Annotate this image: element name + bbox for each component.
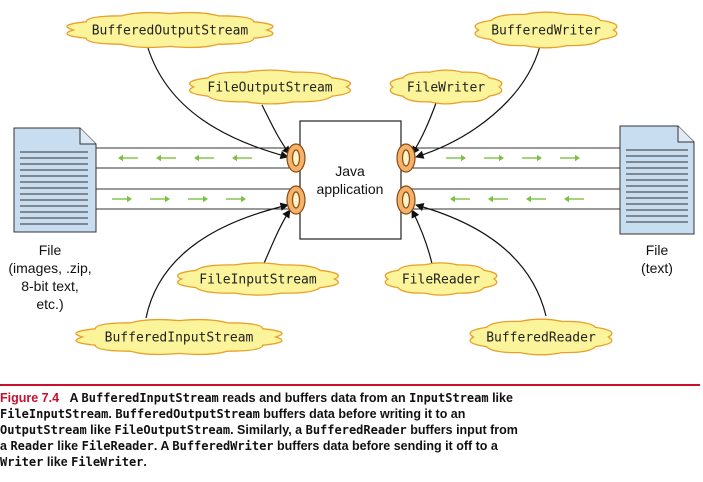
file-writer-cloud-label: FileWriter xyxy=(407,81,485,96)
buffered-output-stream-cloud: BufferedOutputStream xyxy=(66,11,274,49)
right-pipes xyxy=(404,147,620,210)
svg-text:8-bit text,: 8-bit text, xyxy=(21,278,79,294)
figure-caption: Figure 7.4 A BufferedInputStream reads a… xyxy=(0,384,703,482)
flow-arrow xyxy=(150,195,170,203)
file-input-stream-cloud: FileInputStream xyxy=(177,262,339,296)
caption-rule xyxy=(0,384,700,386)
svg-text:(text): (text) xyxy=(641,260,673,276)
buffered-input-stream-cloud-label: BufferedInputStream xyxy=(105,331,254,346)
stream-diagram: Java application xyxy=(8,11,695,356)
right-file-label: File (text) xyxy=(641,242,673,276)
file-input-stream-cloud-label: FileInputStream xyxy=(199,273,317,288)
file-reader-cloud: FileReader xyxy=(384,262,498,296)
flow-arrow xyxy=(232,154,252,162)
flow-arrow xyxy=(560,154,580,162)
buffered-writer-cloud: BufferedWriter xyxy=(474,11,618,49)
right-file-icon xyxy=(619,125,695,235)
svg-text:(images, .zip,: (images, .zip, xyxy=(8,260,91,276)
caption-line: Writer like FileWriter. xyxy=(0,455,147,469)
buffered-reader-cloud-label: BufferedReader xyxy=(486,331,596,346)
file-writer-cloud: FileWriter xyxy=(389,69,503,105)
flow-arrow xyxy=(194,154,214,162)
caption-line: OutputStream like FileOutputStream. Simi… xyxy=(0,423,518,437)
buffered-reader-cloud: BufferedReader xyxy=(469,318,613,356)
svg-text:File: File xyxy=(39,242,62,258)
file-output-stream-cloud-label: FileOutputStream xyxy=(207,81,332,96)
caption-line: Figure 7.4 A BufferedInputStream reads a… xyxy=(0,391,513,405)
buffered-input-stream-cloud: BufferedInputStream xyxy=(75,318,283,356)
java-box-line2: application xyxy=(317,181,384,197)
flow-arrow xyxy=(488,195,508,203)
flow-arrow xyxy=(156,154,176,162)
stream-lenses xyxy=(286,143,416,215)
left-file-label: File (images, .zip, 8-bit text, etc.) xyxy=(8,242,91,312)
caption-line: FileInputStream. BufferedOutputStream bu… xyxy=(0,407,466,421)
java-box-line1: Java xyxy=(335,163,365,179)
buffered-output-stream-cloud-label: BufferedOutputStream xyxy=(92,24,249,39)
connector-curves xyxy=(145,45,547,319)
java-application-box xyxy=(299,120,402,240)
flow-arrow xyxy=(226,195,246,203)
flow-arrow xyxy=(522,154,542,162)
flow-arrow xyxy=(118,154,138,162)
flow-arrow xyxy=(564,195,584,203)
flow-arrow xyxy=(484,154,504,162)
flow-arrow xyxy=(450,195,470,203)
svg-text:etc.): etc.) xyxy=(36,296,63,312)
flow-arrows xyxy=(112,154,584,203)
left-pipes xyxy=(95,147,296,210)
buffered-writer-cloud-label: BufferedWriter xyxy=(491,24,601,39)
file-output-stream-cloud: FileOutputStream xyxy=(189,69,351,105)
svg-text:File: File xyxy=(646,242,669,258)
figure-number: Figure 7.4 xyxy=(0,391,70,405)
flow-arrow xyxy=(112,195,132,203)
left-file-icon xyxy=(13,127,97,233)
file-reader-cloud-label: FileReader xyxy=(402,273,480,288)
flow-arrow xyxy=(526,195,546,203)
flow-arrow xyxy=(188,195,208,203)
caption-line: a Reader like FileReader. A BufferedWrit… xyxy=(0,439,498,453)
flow-arrow xyxy=(446,154,466,162)
